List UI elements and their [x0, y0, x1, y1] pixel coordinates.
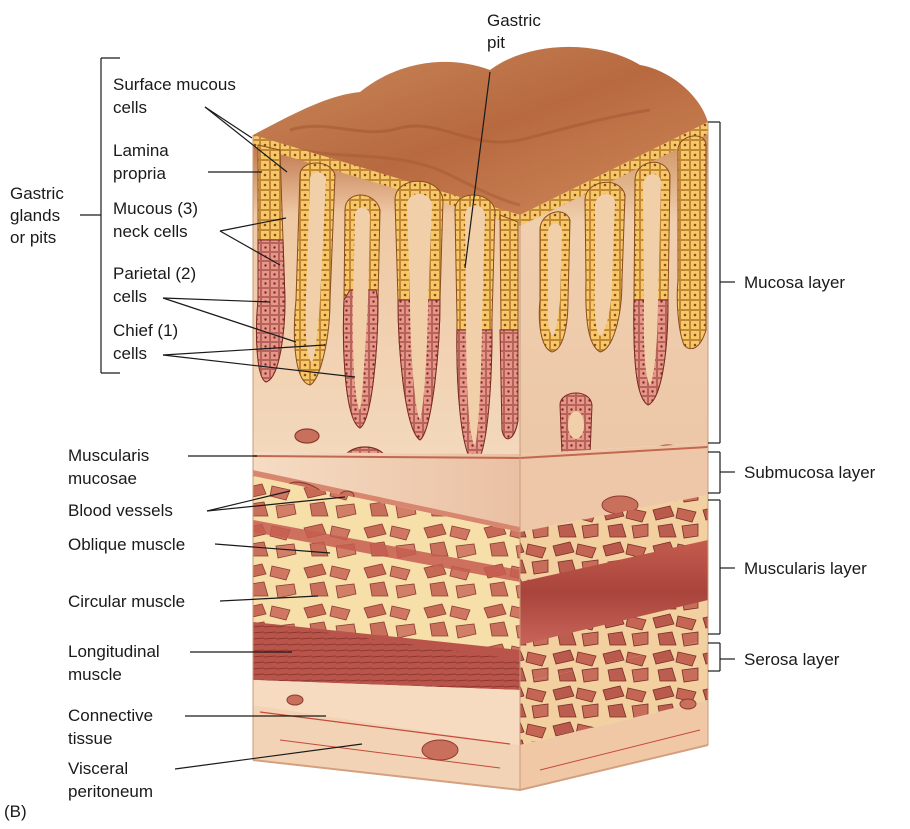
label-chief-2: cells [113, 343, 147, 364]
label-connective-2: tissue [68, 728, 112, 749]
panel-letter: (B) [4, 801, 27, 822]
label-gastric-glands-1: Gastric [10, 183, 64, 204]
label-gastric-glands-3: or pits [10, 227, 56, 248]
label-muscularis-layer: Muscularis layer [744, 558, 867, 579]
label-chief-1: Chief (1) [113, 320, 178, 341]
label-surface-mucous-1: Surface mucous [113, 74, 236, 95]
label-muscularis-mucosae-2: mucosae [68, 468, 137, 489]
label-parietal-2: cells [113, 286, 147, 307]
label-lamina-1: Lamina [113, 140, 169, 161]
label-muscularis-mucosae-1: Muscularis [68, 445, 149, 466]
label-oblique-muscle: Oblique muscle [68, 534, 185, 555]
label-surface-mucous-2: cells [113, 97, 147, 118]
label-circular-muscle: Circular muscle [68, 591, 185, 612]
label-visceral-1: Visceral [68, 758, 128, 779]
label-mucous-neck-2: neck cells [113, 221, 188, 242]
label-visceral-2: peritoneum [68, 781, 153, 802]
label-mucous-neck-1: Mucous (3) [113, 198, 198, 219]
label-gastric-pit-1: Gastric [487, 10, 541, 31]
label-parietal-1: Parietal (2) [113, 263, 196, 284]
label-mucosa-layer: Mucosa layer [744, 272, 845, 293]
label-gastric-pit-2: pit [487, 32, 505, 53]
label-serosa-layer: Serosa layer [744, 649, 839, 670]
label-gastric-glands-2: glands [10, 205, 60, 226]
label-longitudinal-2: muscle [68, 664, 122, 685]
label-submucosa-layer: Submucosa layer [744, 462, 875, 483]
label-lamina-2: propria [113, 163, 166, 184]
label-longitudinal-1: Longitudinal [68, 641, 160, 662]
label-connective-1: Connective [68, 705, 153, 726]
label-blood-vessels: Blood vessels [68, 500, 173, 521]
